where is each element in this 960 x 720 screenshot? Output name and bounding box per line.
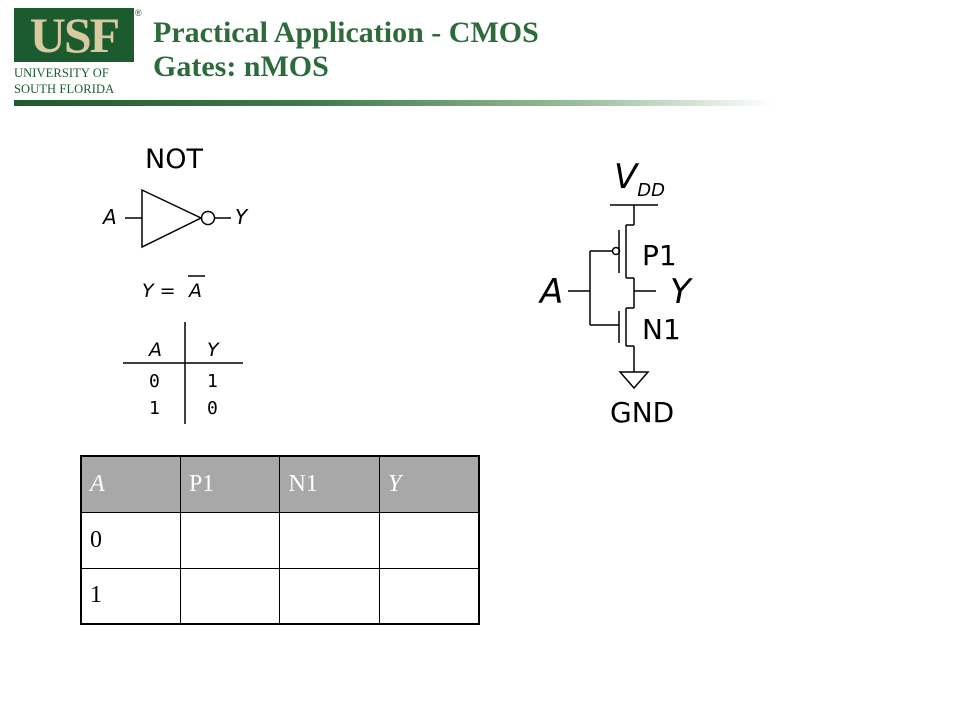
- ground-label: GND: [610, 396, 674, 429]
- vdd-label: VDD: [614, 157, 665, 201]
- equation-variable: A: [187, 280, 202, 302]
- logo-registered-mark: ®: [135, 8, 142, 18]
- table-header-a: A: [80, 455, 181, 513]
- cmos-inverter-schematic: VDD P1 Y N1 A GND: [538, 157, 693, 429]
- p1-label: P1: [642, 239, 677, 272]
- not-gate-diagram: NOT A Y Y = A A Y 0 1 1 0: [101, 144, 249, 424]
- usf-logo: USF ® UNIVERSITY OF SOUTH FLORIDA: [12, 8, 142, 100]
- slide-title-line-1: Practical Application - CMOS: [153, 16, 539, 49]
- table-cell: 0: [80, 511, 181, 569]
- title-underline-bar: [14, 100, 774, 106]
- circuit-output-label: Y: [670, 272, 693, 312]
- gate-output-label: Y: [235, 205, 249, 229]
- slide-title-line-2: Gates: nMOS: [153, 50, 329, 83]
- table-cell: 1: [80, 567, 181, 625]
- switch-state-table: A P1 N1 Y 0 1: [80, 455, 480, 625]
- gate-input-label: A: [101, 205, 117, 229]
- p1-gate-bubble: [611, 246, 621, 256]
- small-table-cell: 0: [149, 371, 160, 392]
- table-header-n1: N1: [279, 455, 381, 513]
- circuit-input-label: A: [538, 272, 563, 312]
- inversion-bubble: [200, 210, 216, 226]
- table-cell: [279, 567, 381, 625]
- table-cell: [279, 511, 381, 569]
- equation-lhs: Y =: [142, 280, 176, 302]
- ground-icon: [618, 371, 650, 390]
- table-row: 1: [80, 567, 480, 625]
- table-header-p1: P1: [179, 455, 281, 513]
- vdd-subscript: DD: [637, 180, 665, 201]
- table-cell: [379, 567, 480, 625]
- table-row: 0: [80, 511, 480, 569]
- buffer-triangle: [141, 188, 203, 249]
- logo-wordmark: USF: [14, 8, 134, 62]
- table-cell: [179, 567, 281, 625]
- vdd-main: V: [614, 157, 640, 197]
- table-cell: [179, 511, 281, 569]
- small-table-cell: 1: [207, 371, 218, 392]
- logo-line-1: UNIVERSITY OF: [14, 66, 109, 80]
- table-cell: [379, 511, 480, 569]
- n1-label: N1: [642, 313, 681, 346]
- logo-line-2: SOUTH FLORIDA: [14, 82, 115, 96]
- small-table-cell: 0: [207, 398, 218, 419]
- table-header-y: Y: [379, 455, 480, 513]
- gate-name-label: NOT: [145, 144, 203, 175]
- slide-title: Practical Application - CMOS Gates: nMOS: [153, 16, 713, 84]
- table-header-row: A P1 N1 Y: [80, 455, 480, 513]
- small-table-header-a: A: [147, 339, 162, 361]
- small-table-header-y: Y: [207, 339, 220, 361]
- small-table-cell: 1: [149, 398, 160, 419]
